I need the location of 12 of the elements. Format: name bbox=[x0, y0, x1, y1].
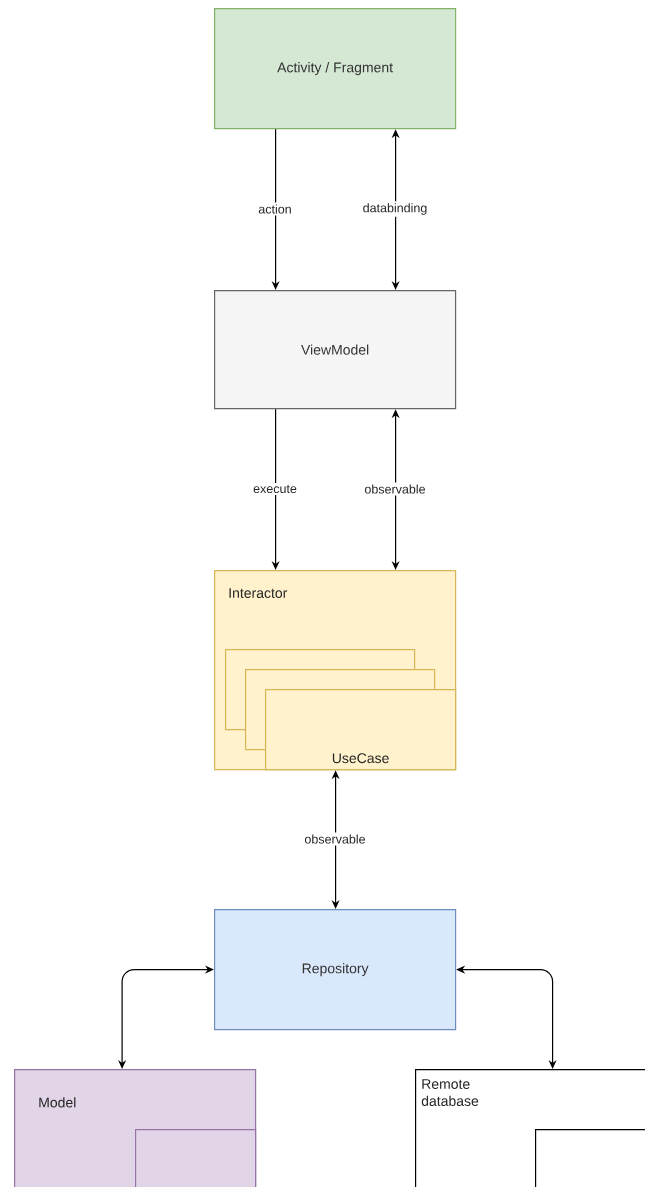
process-box: Repository bbox=[214, 909, 457, 1031]
inner-box bbox=[135, 1129, 257, 1187]
inner-box bbox=[535, 1129, 645, 1187]
stacked-card: UseCase bbox=[265, 689, 457, 771]
edge-label: action bbox=[256, 202, 294, 216]
arrow bbox=[118, 965, 214, 1069]
edge-label: databinding bbox=[360, 201, 430, 217]
process-box: Activity / Fragment bbox=[214, 8, 457, 130]
edge-label: execute bbox=[251, 482, 299, 496]
process-box: ViewModel bbox=[214, 290, 457, 410]
edge-label: observable bbox=[362, 482, 428, 496]
edge-label: observable bbox=[302, 832, 368, 846]
